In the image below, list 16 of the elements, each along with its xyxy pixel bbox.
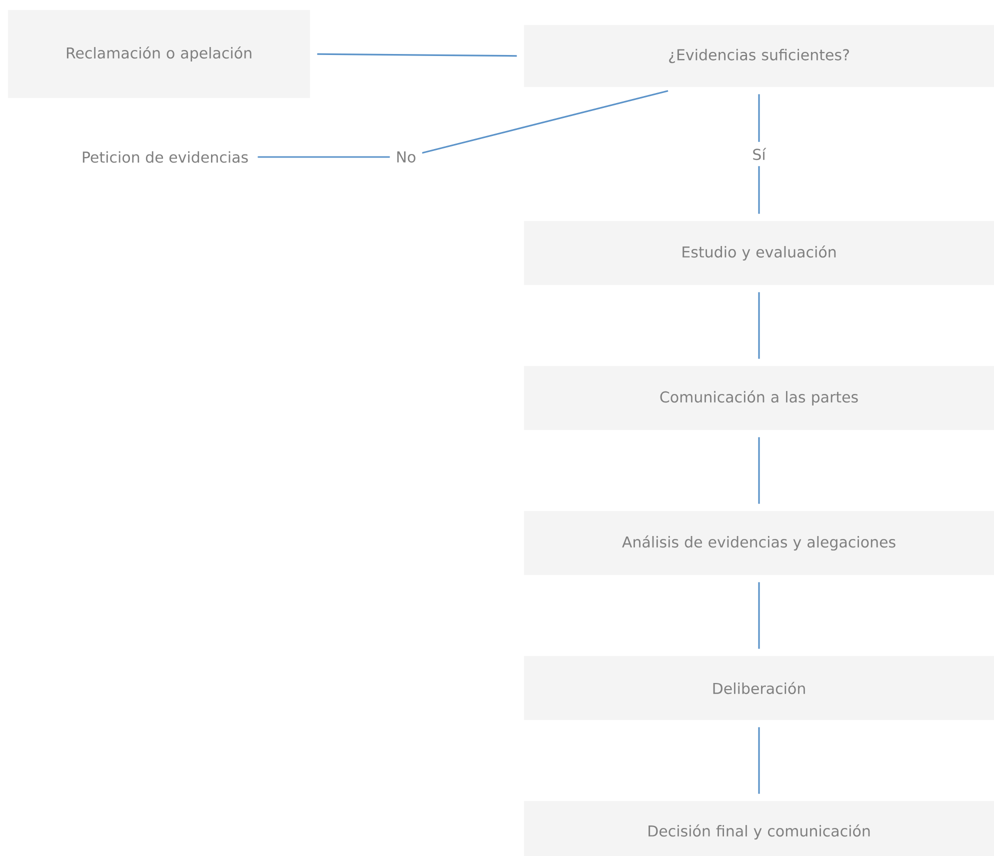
process-box: Estudio y evaluación <box>524 221 994 285</box>
connector-line <box>758 582 760 649</box>
connector-line <box>317 53 517 57</box>
edge-label: Sí <box>746 142 772 166</box>
connector-line <box>758 292 760 359</box>
process-box: Comunicación a las partes <box>524 366 994 430</box>
process-text: Peticion de evidencias <box>82 151 248 163</box>
connector-line <box>758 437 760 504</box>
process-box: Análisis de evidencias y alegaciones <box>524 511 994 575</box>
process-box: ¿Evidencias suficientes? <box>524 25 994 87</box>
connector-line <box>758 727 760 794</box>
connector-line <box>258 90 668 158</box>
process-box: Decisión final y comunicación <box>524 801 994 856</box>
process-box: Deliberación <box>524 656 994 720</box>
process-box: Reclamación o apelación <box>8 10 310 98</box>
edge-label: No <box>390 145 422 169</box>
